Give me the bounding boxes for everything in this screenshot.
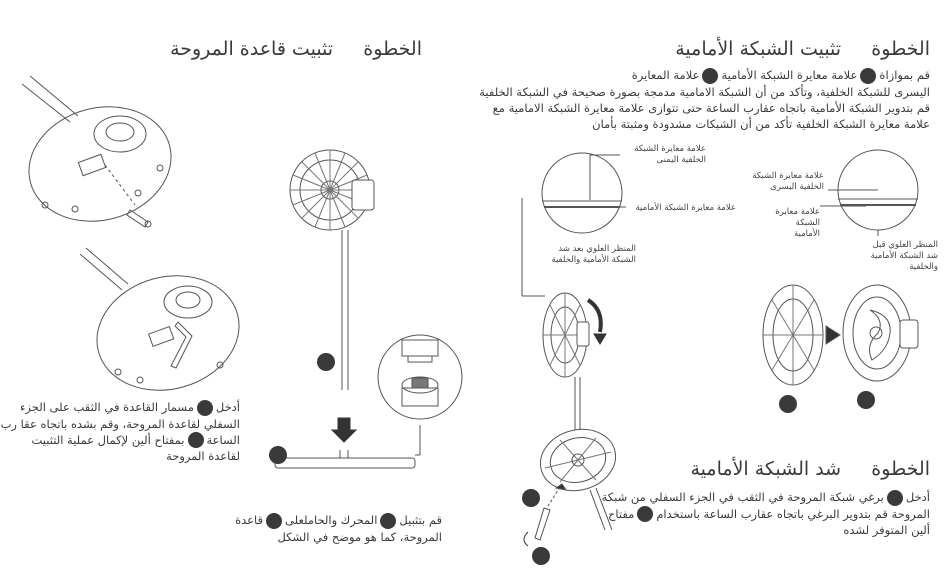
callout-right-front-mark: علامة معايرة الشبكة الأمامية (775, 207, 820, 239)
rotate-grille-illustration (521, 198, 607, 430)
marker-dot (380, 512, 397, 529)
base-joint-detail (377, 334, 463, 420)
fan-side-illustration (274, 149, 421, 469)
marker-dot (196, 399, 213, 416)
step-right-bottom-heading: الخطوة شد الشبكة الأمامية (690, 458, 931, 480)
marker-dot (187, 432, 204, 448)
front-rear-grille-illustration (762, 284, 919, 386)
callout-right-rear-left-mark: علامة معايرة الشبكة الخلفية اليسرى (752, 171, 824, 192)
marker-dot (266, 512, 283, 529)
callout-mid-front-mark: علامة معايرة الشبكة الأمامية (635, 203, 737, 213)
callout-right-top-view-before: المنظر العلوي قبل شد الشبكة الأمامية وال… (870, 240, 938, 272)
step-marker (532, 547, 550, 565)
top-view-before-detail (820, 149, 919, 236)
top-view-after-detail (541, 152, 626, 234)
step-right-top-heading: الخطوة تثبيت الشبكة الأمامية (675, 38, 930, 60)
step-left-paragraph-1: أدخلمسمار القاعدة في الثقب على الجزء الس… (0, 399, 240, 463)
step-left-paragraph-2: قم بتثبيلالمحرك والحاملعلىقاعدة المروحة،… (235, 512, 442, 544)
step-left-heading: الخطوة تثبيت قاعدة المروحة (170, 38, 422, 60)
step-left-title: تثبيت قاعدة المروحة (170, 38, 334, 60)
marker-dot (637, 506, 654, 522)
marker-dot (860, 67, 877, 84)
marker-dot (702, 67, 719, 84)
step-marker (522, 489, 540, 507)
marker-dot (886, 489, 903, 506)
step-marker (269, 446, 287, 464)
step-marker (317, 353, 335, 371)
fan-base-illustration-bottom (79, 247, 240, 391)
step-marker (779, 395, 797, 413)
step-right-top-paragraph: قم بموازاةعلامة معايرة الشبكة الأماميةعل… (479, 67, 930, 131)
callout-mid-rear-right-mark: علامة معايرة الشبكة الخلفية اليمنى (634, 144, 706, 165)
fan-base-illustration-top (21, 75, 172, 228)
callout-mid-top-view-after: المنظر العلوي بعد شد الشبكة الأمامية وال… (551, 244, 636, 265)
step-left-label: الخطوة (363, 38, 422, 60)
grille-screw-illustration (523, 428, 617, 547)
step-right-bottom-paragraph: أدخلبرغي شبكة المروحة في الثقب في الجزء … (601, 489, 930, 537)
step-marker (857, 391, 875, 409)
